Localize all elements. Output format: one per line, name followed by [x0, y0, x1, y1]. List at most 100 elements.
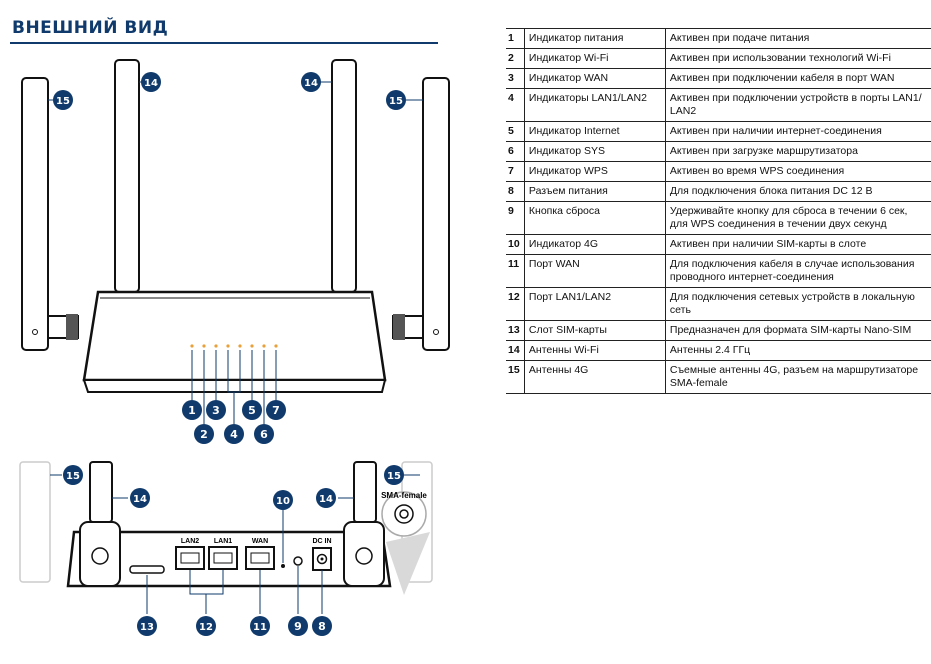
svg-text:15: 15 [66, 471, 80, 482]
callout-13: 13 [137, 616, 157, 636]
device-illustration: LAN2 LAN1 WAN DC IN SMA-female 1 2 [19, 59, 450, 636]
row-number: 9 [506, 201, 525, 235]
back-leader-lines [50, 474, 420, 614]
antenna-4g-left [21, 77, 49, 351]
sma-inner-ring [399, 509, 409, 519]
antenna-wifi-right [331, 59, 357, 293]
row-name: Слот SIM-карты [523, 320, 666, 341]
row-description: Предназначен для формата SIM-карты Nano-… [664, 320, 931, 341]
callout-15-back-left: 15 [63, 465, 83, 485]
row-number: 4 [506, 88, 525, 122]
row-number: 5 [506, 121, 525, 142]
router-body-front [82, 290, 387, 382]
sma-thread-right [393, 314, 405, 340]
row-description: Съемные антенны 4G, разъем на маршрутиза… [664, 360, 931, 394]
callout-5: 5 [242, 400, 262, 420]
row-name: Индикатор SYS [523, 141, 666, 162]
row-description: Активен при подключении кабеля в порт WA… [664, 68, 931, 89]
title-underline [10, 42, 438, 44]
row-number: 7 [506, 161, 525, 182]
row-number: 6 [506, 141, 525, 162]
row-description: Для подключения кабеля в случае использо… [664, 254, 931, 288]
svg-text:14: 14 [304, 78, 318, 89]
wan-label: WAN [252, 538, 268, 545]
row-name: Индикаторы LAN1/LAN2 [523, 88, 666, 122]
callout-10: 10 [273, 490, 293, 510]
led-4g [281, 564, 285, 568]
svg-text:2: 2 [200, 428, 208, 441]
page-title: ВНЕШНИЙ ВИД [12, 18, 169, 38]
callout-9: 9 [288, 616, 308, 636]
led-leader-lines [48, 81, 423, 424]
lan1-label: LAN1 [214, 538, 232, 545]
antenna-4g-right-dot [433, 329, 439, 335]
antenna-wifi-back-left [89, 461, 113, 523]
callout-11: 11 [250, 616, 270, 636]
callout-14-back-right: 14 [316, 488, 336, 508]
row-number: 1 [506, 28, 525, 49]
callout-14-back-left: 14 [130, 488, 150, 508]
svg-text:12: 12 [199, 622, 213, 633]
callout-badges: 1 2 3 4 5 6 7 14 14 15 15 8 9 10 11 12 1… [53, 72, 406, 636]
row-number: 12 [506, 287, 525, 321]
callout-14-front-left: 14 [141, 72, 161, 92]
svg-text:3: 3 [212, 404, 220, 417]
row-description: Антенны 2.4 ГГц [664, 340, 931, 361]
sma-thread-left [66, 314, 78, 340]
sim-slot [129, 565, 165, 574]
row-name: Порт LAN1/LAN2 [523, 287, 666, 321]
antenna-wifi-left [114, 59, 140, 293]
svg-text:11: 11 [253, 622, 267, 633]
row-description: Активен при наличии SIM-карты в слоте [664, 234, 931, 255]
antenna-4g-right [422, 77, 450, 351]
row-number: 2 [506, 48, 525, 69]
row-name: Индикатор 4G [523, 234, 666, 255]
row-description: Активен при подключении устройств в порт… [664, 88, 931, 122]
wan-port [245, 546, 275, 570]
callout-8: 8 [312, 616, 332, 636]
row-name: Антенны Wi-Fi [523, 340, 666, 361]
svg-text:13: 13 [140, 622, 154, 633]
lan2-port [175, 546, 205, 570]
row-name: Порт WAN [523, 254, 666, 288]
row-description: Для подключения сетевых устройств в лока… [664, 287, 931, 321]
row-description: Активен при использовании технологий Wi-… [664, 48, 931, 69]
callout-15-front-left: 15 [53, 90, 73, 110]
dc-in-label: DC IN [312, 538, 331, 545]
row-name: Разъем питания [523, 181, 666, 202]
row-name: Кнопка сброса [523, 201, 666, 235]
svg-text:6: 6 [260, 428, 268, 441]
svg-text:15: 15 [389, 96, 403, 107]
row-number: 15 [506, 360, 525, 394]
svg-text:7: 7 [272, 404, 280, 417]
callout-12: 12 [196, 616, 216, 636]
row-name: Индикатор WAN [523, 68, 666, 89]
svg-text:8: 8 [318, 620, 326, 633]
svg-text:14: 14 [319, 494, 333, 505]
front-view [21, 59, 450, 424]
callout-4: 4 [224, 424, 244, 444]
lan2-label: LAN2 [181, 538, 199, 545]
svg-text:10: 10 [276, 496, 290, 507]
reset-button [293, 556, 303, 566]
row-name: Индикатор WPS [523, 161, 666, 182]
svg-text:14: 14 [133, 494, 147, 505]
callout-3: 3 [206, 400, 226, 420]
svg-text:14: 14 [144, 78, 158, 89]
callout-6: 6 [254, 424, 274, 444]
svg-text:5: 5 [248, 404, 256, 417]
row-name: Индикатор Internet [523, 121, 666, 142]
callout-14-front-right: 14 [301, 72, 321, 92]
svg-text:15: 15 [56, 96, 70, 107]
row-number: 10 [506, 234, 525, 255]
